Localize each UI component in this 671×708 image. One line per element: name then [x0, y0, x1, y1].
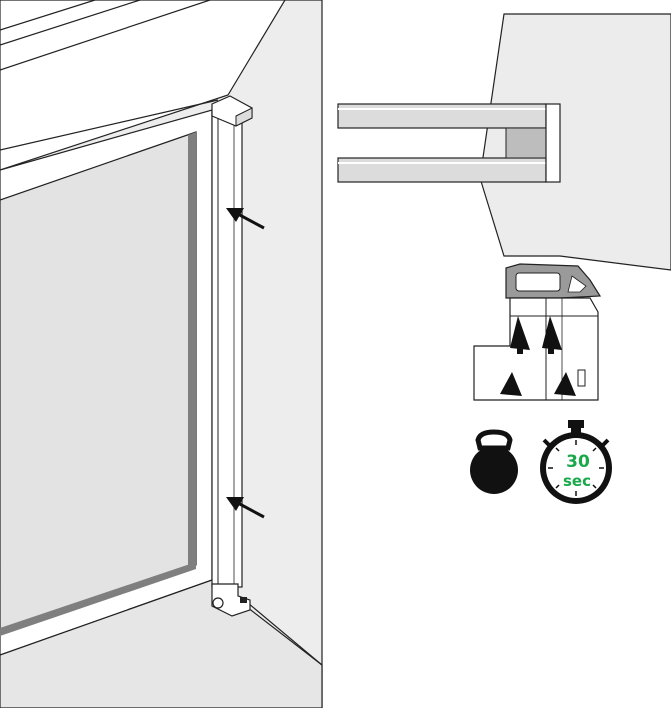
arrow-icon — [500, 316, 530, 396]
rail-end-plate — [545, 103, 561, 183]
stopwatch-icon: 30 sec — [540, 420, 612, 504]
arrow-icon — [226, 497, 265, 519]
rail-lower — [337, 157, 547, 183]
top-end-cap — [211, 95, 253, 127]
window-sill-edge — [0, 562, 196, 636]
profile-detail: 30 sec — [337, 13, 671, 504]
arrow-icon — [542, 316, 576, 396]
mount-box — [473, 297, 599, 401]
rail-upper — [337, 103, 547, 129]
rail-bracket — [505, 127, 547, 159]
bottom-end-cap — [211, 583, 251, 617]
timer-value: 30 — [566, 452, 590, 472]
side-rail — [211, 111, 243, 588]
profile-section — [505, 263, 602, 299]
top-reveal — [0, 0, 286, 171]
window-view — [0, 0, 323, 708]
arrow-icon — [226, 208, 265, 230]
window-glass — [0, 131, 197, 633]
weight-icon — [470, 429, 518, 494]
timer-unit: sec — [563, 472, 591, 490]
window-frame-edge — [188, 132, 196, 568]
